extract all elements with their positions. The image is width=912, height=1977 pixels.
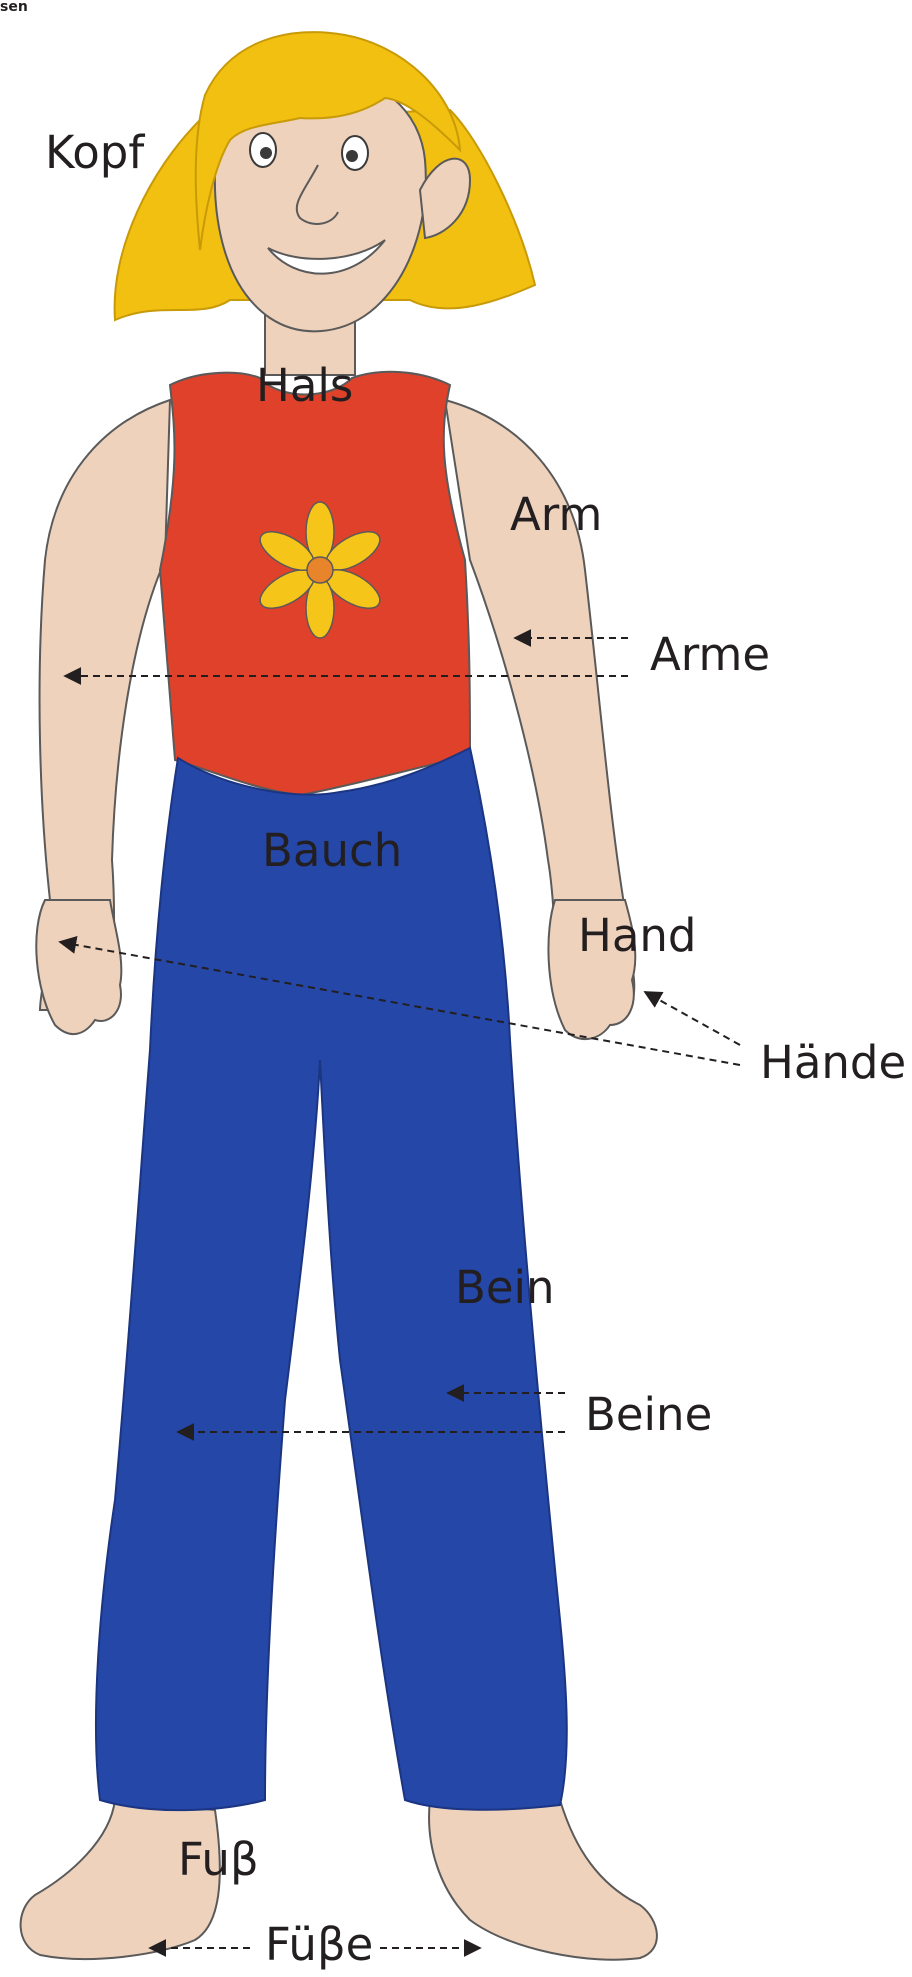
label-bein: Bein [455, 1265, 555, 1310]
label-hand: Hand [578, 913, 697, 958]
label-fuesse: Füβe [265, 1922, 373, 1967]
label-beine: Beine [585, 1392, 712, 1437]
label-kopf: Kopf [45, 130, 144, 175]
right-foot [429, 1800, 657, 1960]
label-bauch: Bauch [262, 828, 402, 873]
label-hals: Hals [256, 363, 353, 408]
label-fuss: Fuβ [178, 1837, 259, 1882]
label-arme: Arme [650, 632, 770, 677]
corner-text: sen [0, 0, 28, 14]
arrow-haende-right [645, 992, 740, 1045]
label-haende: Hände [760, 1040, 906, 1085]
left-hand [36, 900, 121, 1034]
label-arm: Arm [510, 492, 602, 537]
